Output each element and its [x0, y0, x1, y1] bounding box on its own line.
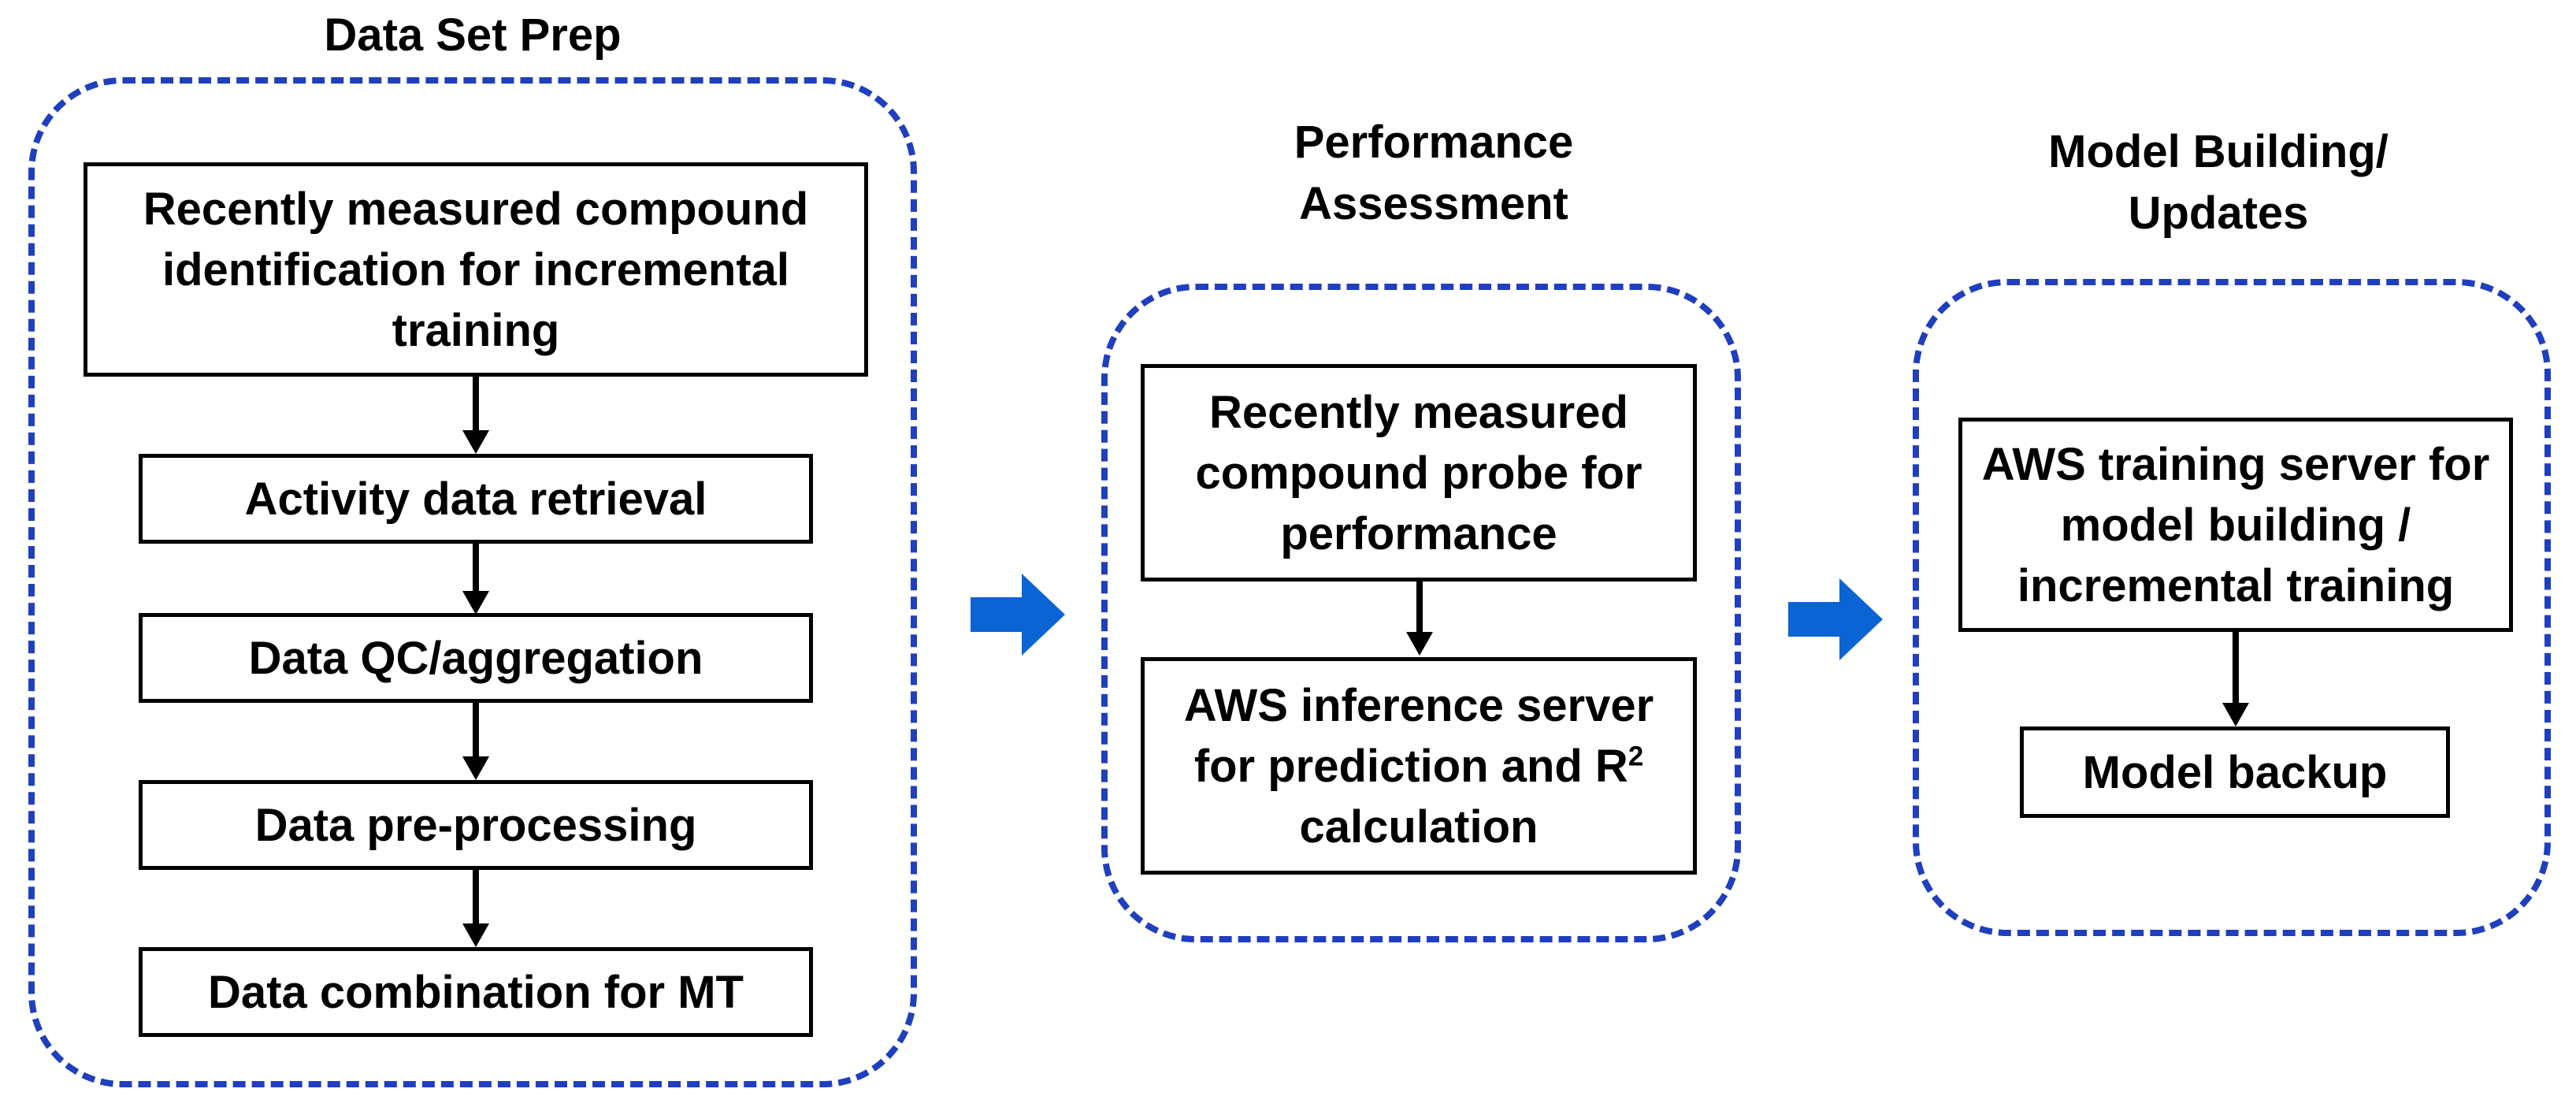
- arrow-5-head: [1406, 632, 1433, 656]
- arrow-2-line: [473, 544, 479, 593]
- arrow-4-line: [473, 870, 479, 925]
- performance-title: Performance Assessment: [1294, 117, 1574, 229]
- flow-arrow-2: [1788, 578, 1883, 660]
- superscript-2: 2: [1628, 741, 1644, 772]
- model-backup-box: Model backup: [2020, 726, 2450, 818]
- arrow-6-head: [2222, 703, 2249, 726]
- dataset-prep-group: [28, 77, 917, 1087]
- flow-arrow-1: [971, 574, 1065, 656]
- arrow-1-line: [473, 377, 479, 432]
- arrow-6-line: [2233, 632, 2239, 704]
- arrow-3-head: [462, 756, 489, 780]
- arrow-2-head: [462, 591, 489, 615]
- data-qc-box: Data QC/aggregation: [139, 613, 813, 703]
- model-building-title: Model Building/ Updates: [2048, 126, 2389, 239]
- arrow-4-head: [462, 923, 489, 947]
- data-combination-box: Data combination for MT: [139, 947, 813, 1037]
- activity-retrieval-box: Activity data retrieval: [139, 454, 813, 544]
- arrow-1-head: [462, 430, 489, 454]
- compound-probe-box: Recently measured compound probe for per…: [1141, 364, 1697, 582]
- performance-group: [1101, 284, 1741, 942]
- compound-identification-box: Recently measured compound identificatio…: [84, 162, 868, 377]
- training-server-box: AWS training server for model building /…: [1958, 418, 2513, 632]
- arrow-5-line: [1416, 582, 1423, 634]
- dataset-prep-title: Data Set Prep: [324, 9, 622, 61]
- preprocessing-box: Data pre-processing: [139, 780, 813, 870]
- model-building-group: [1913, 279, 2551, 936]
- arrow-3-line: [473, 703, 479, 758]
- inference-server-box: AWS inference server for prediction and …: [1141, 657, 1697, 875]
- inference-server-text: AWS inference server for prediction and …: [1183, 679, 1654, 853]
